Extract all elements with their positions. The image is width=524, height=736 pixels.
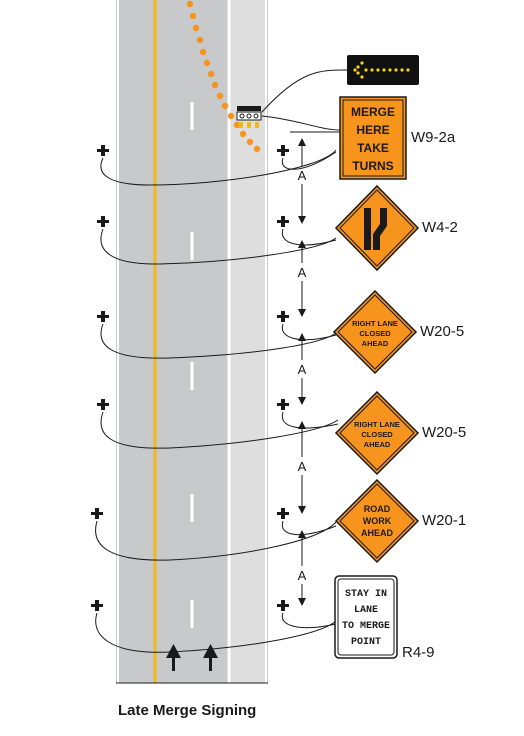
sign-right-lane-closed-ahead: RIGHT LANE CLOSED AHEAD — [332, 289, 418, 375]
sign-stay-in-lane-to-merge-point: STAY IN LANE TO MERGE POINT — [334, 575, 398, 659]
sign-text: AHEAD — [364, 440, 391, 449]
sign-text: TO MERGE — [342, 621, 390, 632]
sign-text: RIGHT LANE — [354, 420, 400, 429]
sign-text: AHEAD — [361, 528, 394, 538]
arrow-board-left-icon — [347, 55, 419, 85]
sign-text: TAKE — [357, 141, 389, 155]
post-left-3 — [97, 311, 109, 322]
post-right-5 — [277, 508, 289, 519]
sign-text: STAY IN — [345, 589, 387, 600]
closed-lane-shoulder — [229, 0, 265, 683]
dimension-label-a: A — [298, 265, 307, 280]
post-left-1 — [97, 145, 109, 156]
post-right-6 — [277, 600, 289, 611]
post-left-5 — [91, 508, 103, 519]
leader-lines — [95, 69, 348, 653]
sign-road-work-ahead: ROAD WORK AHEAD — [334, 478, 420, 564]
sign-text: AHEAD — [362, 339, 389, 348]
dimension-label-a: A — [298, 168, 307, 183]
post-right-1 — [277, 145, 289, 156]
sign-code: R4-9 — [402, 644, 435, 661]
sign-lane-ends — [334, 184, 420, 272]
post-right-2 — [277, 216, 289, 227]
sign-text: HERE — [356, 123, 389, 137]
roadway — [116, 0, 268, 684]
sign-text: POINT — [351, 637, 381, 648]
sign-text: ROAD — [364, 504, 391, 514]
post-right-4 — [277, 399, 289, 410]
sign-merge-here-take-turns: MERGE HERE TAKE TURNS — [339, 96, 407, 180]
sign-text: WORK — [363, 516, 392, 526]
sign-text: TURNS — [352, 159, 393, 173]
sign-right-lane-closed-ahead: RIGHT LANE CLOSED AHEAD — [334, 390, 420, 476]
post-left-2 — [97, 216, 109, 227]
dimension-label-a: A — [298, 362, 307, 377]
sign-posts — [91, 145, 289, 611]
spacing-dimensions — [290, 131, 340, 606]
traffic-direction-arrows — [166, 644, 218, 671]
post-left-4 — [97, 399, 109, 410]
arrow-board-trailer — [236, 106, 262, 128]
sign-code: W20-5 — [420, 323, 464, 340]
figure-caption: Late Merge Signing — [118, 702, 257, 719]
sign-code: W9-2a — [411, 129, 456, 146]
sign-code: W20-1 — [422, 512, 466, 529]
sign-text: MERGE — [351, 105, 395, 119]
sign-code: W4-2 — [422, 219, 458, 236]
sign-text: CLOSED — [361, 430, 393, 439]
sign-text: CLOSED — [359, 329, 391, 338]
dimension-label-a: A — [298, 568, 307, 583]
dimension-label-a: A — [298, 459, 307, 474]
lane-ends-merge-icon — [364, 208, 387, 250]
dimension-labels: A A A A A — [298, 168, 307, 583]
post-left-6 — [91, 600, 103, 611]
sign-text: LANE — [354, 605, 378, 616]
post-right-3 — [277, 311, 289, 322]
channelizer-taper — [186, 0, 261, 153]
sign-code: W20-5 — [422, 424, 466, 441]
sign-text: RIGHT LANE — [352, 319, 398, 328]
